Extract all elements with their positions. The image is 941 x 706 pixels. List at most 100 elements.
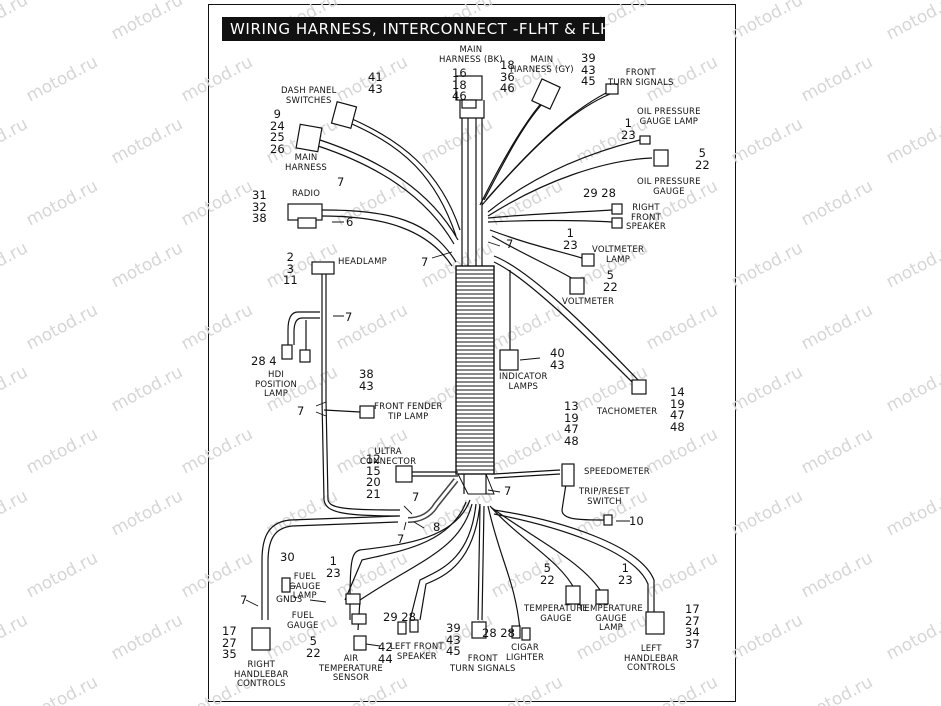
trip-reset-switch-refs: 10 [629, 514, 644, 528]
callout-ref7: 7 [397, 532, 405, 546]
connector-temp-lamp [595, 589, 609, 605]
leader-lines [245, 221, 630, 647]
callout-ref6: 6 [346, 215, 354, 229]
cigar-lighter-refs: 28 28 [482, 626, 515, 640]
front-fender-tip-lamp-label: FRONT FENDER TIP LAMP [374, 402, 443, 422]
connector-voltmeter-lamp [581, 253, 595, 267]
tachometer-label: TACHOMETER [597, 407, 658, 417]
oil-pressure-gauge-lamp-refs: 1 23 [621, 116, 636, 142]
wire-main-harness-left2 [317, 145, 455, 245]
main-harness-gy-refs: 18 36 46 [500, 58, 515, 95]
ultra-connector-refs: 12 15 20 21 [366, 452, 381, 501]
headlamp-label: HEADLAMP [338, 257, 387, 267]
air-temperature-sensor-label: AIR TEMPERATURE SENSOR [319, 654, 383, 683]
wire-oil-gauge [487, 157, 653, 217]
hdi-position-lamp-label: HDI POSITION LAMP [255, 370, 298, 399]
diagram-frame [208, 4, 736, 702]
radio-refs: 31 32 38 [252, 188, 267, 225]
headlamp-refs: 2 3 11 [283, 250, 298, 287]
voltmeter-lamp-label: VOLTMETER LAMP [592, 245, 645, 265]
oil-pressure-gauge-refs: 5 22 [695, 146, 710, 172]
connector-hdi [281, 344, 293, 360]
connector-trip [603, 514, 613, 526]
wire-main-harness-gy2 [479, 99, 545, 206]
connector-fuel-lamp [281, 577, 291, 593]
radio-label: RADIO [292, 189, 321, 199]
ultra-connector-label: ULTRA CONNECTOR [360, 447, 417, 467]
wire-tachometer2 [493, 261, 637, 387]
main-harness-bk-label: MAIN HARNESS (BK) [439, 45, 503, 65]
voltmeter-refs: 5 22 [603, 268, 618, 294]
callout-ref30: 30 [280, 550, 295, 564]
fuel-gauge-lamp-refs: 1 23 [326, 554, 341, 580]
voltmeter-lamp-refs: 1 23 [563, 226, 578, 252]
connector-fender [359, 405, 375, 419]
main-trunk [455, 100, 495, 495]
connector-oil-lamp [639, 135, 651, 145]
callout-ref7: 7 [297, 404, 305, 418]
speedometer-label: SPEEDOMETER [584, 467, 650, 477]
connector-right-handlebar [251, 627, 271, 651]
dash-panel-switches-label: DASH PANEL SWITCHES [281, 86, 337, 106]
connector-right-speaker [611, 203, 623, 215]
callout-ref7: 7 [506, 237, 514, 251]
connector-tachometer [631, 379, 647, 395]
wire-tachometer [493, 255, 641, 383]
callout-ref7: 7 [337, 175, 345, 189]
wire-right-speaker [487, 209, 613, 219]
connector-main-gy [531, 78, 561, 110]
indicator-lamps-refs: 40 43 [550, 346, 565, 372]
connector-dash [330, 101, 358, 129]
wire-bottom-ribbed-inner [407, 479, 458, 522]
connector-left-handlebar [645, 611, 665, 635]
fuel-gauge-refs: 5 22 [306, 634, 321, 660]
wire-dash-panel [349, 117, 461, 231]
wire-trip [561, 483, 606, 521]
wire-front-turn-top2 [481, 93, 611, 206]
wire-headlamp [321, 272, 327, 320]
left-front-speaker-label: LEFT FRONT SPEAKER [390, 642, 444, 662]
callout-ref7: 7 [421, 255, 429, 269]
connector-cigar [511, 625, 521, 639]
connector-air-sensor [353, 635, 367, 651]
connector-turn-bottom [471, 621, 487, 639]
connectors [251, 75, 669, 651]
oil-pressure-gauge-label: OIL PRESSURE GAUGE [637, 177, 701, 197]
wire-temp-gauge [489, 505, 576, 591]
connector-oil-gauge [653, 149, 669, 167]
front-turn-signals-bottom-refs: 39 43 45 [446, 621, 461, 658]
front-turn-signals-bottom-label: FRONT TURN SIGNALS [450, 654, 516, 674]
wire-speedo [493, 469, 561, 479]
right-handlebar-controls-label: RIGHT HANDLEBAR CONTROLS [234, 660, 289, 689]
wire-oil-lamp [487, 139, 641, 213]
dash-panel-switches-refs: 41 43 [368, 70, 383, 96]
oil-pressure-gauge-lamp-label: OIL PRESSURE GAUGE LAMP [637, 107, 701, 127]
fuel-gauge-label: FUEL GAUGE [287, 611, 319, 631]
air-temperature-sensor-refs: 42 44 [378, 640, 393, 666]
wire-right-speaker2 [487, 219, 613, 223]
wire-main-harness-left [319, 139, 459, 241]
connector-voltmeter [569, 277, 585, 295]
wire-lower-left [261, 515, 399, 620]
main-harness-left-refs: 9 24 25 26 [270, 107, 285, 156]
wire-left-down2 [325, 320, 401, 511]
wire-radio [321, 209, 457, 263]
temperature-gauge-lamp-label: TEMPERATURE GAUGE LAMP [579, 604, 643, 633]
wire-left-speaker [409, 503, 477, 621]
trip-reset-switch-label: TRIP/RESET SWITCH [579, 487, 630, 507]
ground-ref: GND3 [276, 595, 303, 605]
connector-fuel-gauge [345, 593, 361, 605]
wire-hdi2 [293, 317, 320, 352]
callout-ref7: 7 [240, 593, 248, 607]
temperature-gauge-refs: 5 22 [540, 561, 555, 587]
left-handlebar-controls-refs: 17 27 34 37 [685, 602, 700, 651]
connector-main-left [295, 123, 323, 153]
wire-left-handlebar [493, 509, 655, 612]
voltmeter-label: VOLTMETER [562, 297, 615, 307]
wire-temp-lamp [491, 507, 601, 591]
cigar-lighter-label: CIGAR LIGHTER [506, 643, 545, 663]
left-front-speaker-refs: 29 28 [383, 610, 416, 624]
connector-indicator [499, 349, 519, 371]
wire-ultra [412, 471, 458, 477]
